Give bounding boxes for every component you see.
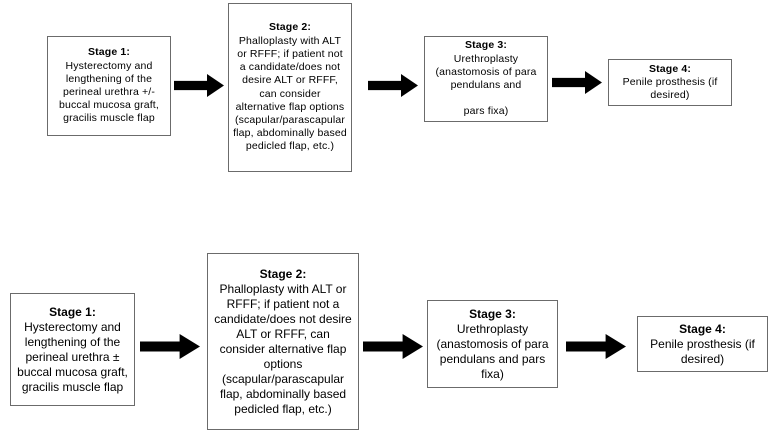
top-stage-2-box: Stage 2: Phalloplasty with ALT or RFFF; … — [228, 3, 352, 172]
top-stage-3-title: Stage 3: — [464, 39, 508, 52]
bottom-stage-3-box: Stage 3: Urethroplasty (anastomosis of p… — [427, 300, 558, 388]
bottom-arrow-2-icon — [363, 334, 423, 359]
top-stage-4-title: Stage 4: — [648, 62, 692, 75]
bottom-stage-1-title: Stage 1: — [49, 304, 96, 319]
top-stage-3-box: Stage 3: Urethroplasty (anastomosis of p… — [424, 36, 548, 122]
top-arrow-3-icon — [552, 71, 602, 94]
bottom-stage-3-body: Urethroplasty (anastomosis of para pendu… — [436, 321, 549, 381]
top-arrow-1-icon — [174, 74, 224, 97]
top-stage-2-title: Stage 2: — [268, 21, 312, 34]
top-stage-1-box: Stage 1: Hysterectomy and lengthening of… — [47, 36, 171, 136]
top-stage-1-title: Stage 1: — [87, 46, 131, 59]
top-stage-3-body: Urethroplasty (anastomosis of para pendu… — [435, 52, 537, 118]
bottom-arrow-3-icon — [566, 334, 626, 359]
bottom-stage-2-box: Stage 2: Phalloplasty with ALT or RFFF; … — [207, 253, 359, 430]
bottom-stage-1-body: Hysterectomy and lengthening of the peri… — [17, 319, 128, 394]
bottom-stage-4-title: Stage 4: — [679, 321, 726, 336]
bottom-stage-2-title: Stage 2: — [259, 266, 307, 281]
top-stage-4-box: Stage 4: Penile prosthesis (if desired) — [608, 59, 732, 106]
bottom-stage-3-title: Stage 3: — [469, 306, 516, 321]
top-stage-4-body: Penile prosthesis (if desired) — [622, 75, 718, 102]
bottom-stage-2-body: Phalloplasty with ALT or RFFF; if patien… — [214, 281, 352, 416]
top-arrow-2-icon — [368, 74, 418, 97]
top-stage-2-body: Phalloplasty with ALT or RFFF; if patien… — [233, 34, 347, 153]
bottom-stage-1-box: Stage 1: Hysterectomy and lengthening of… — [10, 293, 135, 406]
top-stage-1-body: Hysterectomy and lengthening of the peri… — [59, 59, 159, 125]
bottom-arrow-1-icon — [140, 334, 200, 359]
bottom-stage-4-body: Penile prosthesis (if desired) — [650, 336, 755, 366]
bottom-stage-4-box: Stage 4: Penile prosthesis (if desired) — [637, 316, 768, 372]
